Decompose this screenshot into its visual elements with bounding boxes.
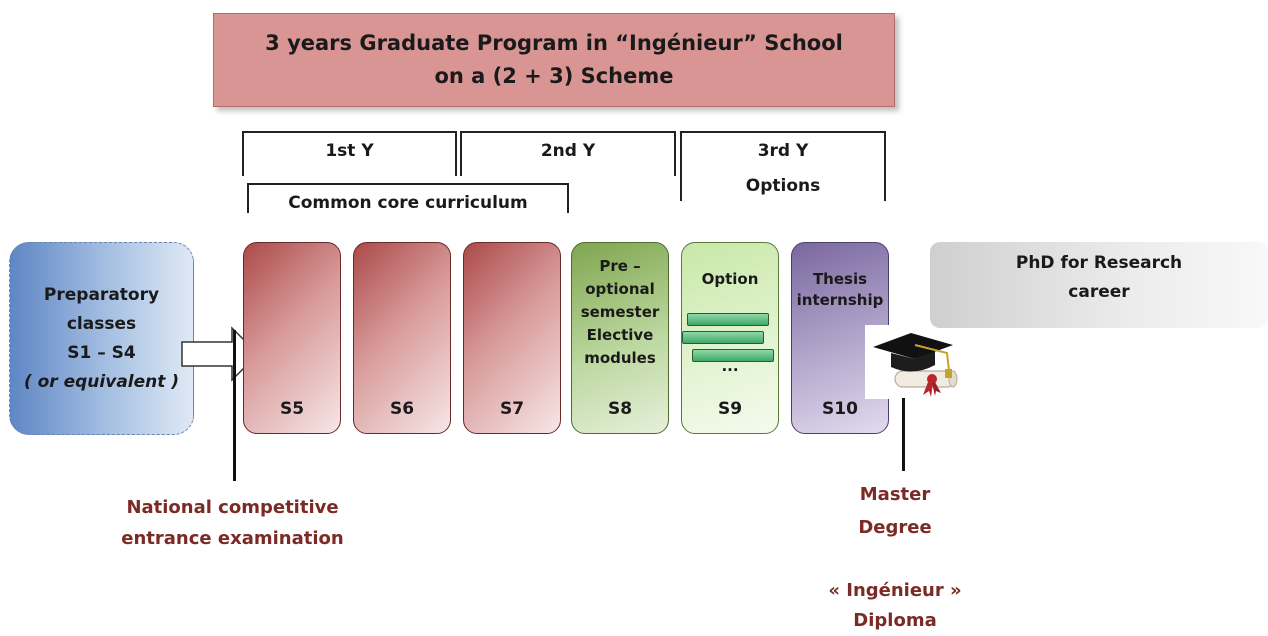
semester-s7: S7 [463,242,561,434]
semester-s8-label: S8 [607,399,633,419]
semester-s5-label: S5 [279,399,305,419]
semester-s6-label: S6 [389,399,415,419]
year-1-label: 1st Y [325,141,374,161]
master-line4: Diploma [853,610,937,631]
ingenieur-diploma-label: « Ingénieur » Diploma [780,576,1010,636]
s8-text-line: modules [584,349,656,367]
preparatory-classes-box: Preparatory classes S1 – S4 ( or equival… [9,242,194,435]
year-2-label: 2nd Y [540,141,596,161]
year-1-bracket: 1st Y [242,131,457,176]
semester-s9-label: S9 [717,399,743,419]
entrance-line2: entrance examination [121,528,344,549]
semester-s8-description: Pre – optional semester Elective modules [572,255,668,370]
master-line3: « Ingénieur » [828,580,962,601]
program-title-line1: 3 years Graduate Program in “Ingénieur” … [265,31,843,55]
s8-text-line: Pre – [599,257,641,275]
year-2-bracket: 2nd Y [460,131,676,176]
semester-s7-label: S7 [499,399,525,419]
s8-text-line: semester [580,303,660,321]
semester-s10-description: Thesis internship [792,269,888,311]
s10-text-line: internship [796,291,884,309]
phd-line1: PhD for Research [1015,253,1183,273]
option-bar [682,331,764,344]
entrance-line1: National competitive [126,497,339,518]
semester-s9-ellipsis: ... [721,357,739,375]
year-3-label: 3rd Y [757,141,809,161]
s8-text-line: optional [585,280,655,298]
master-pointer-line [902,398,905,471]
year-3-bracket: 3rd Y Options [680,131,886,201]
prep-line4: ( or equivalent ) [23,371,180,392]
prep-line1: Preparatory [43,284,160,305]
entrance-exam-label: National competitive entrance examinatio… [100,492,365,554]
s8-text-line: Elective [586,326,654,344]
common-core-label: Common core curriculum [288,193,528,213]
graduation-cap-diploma-icon [865,325,961,399]
common-core-bracket: Common core curriculum [247,183,569,213]
option-bar [692,349,774,362]
semester-s8: Pre – optional semester Elective modules… [571,242,669,434]
option-bar [687,313,769,326]
prep-line3: S1 – S4 [67,342,136,363]
master-line2: Degree [858,517,932,538]
semester-s9: Option ... S9 [681,242,779,434]
semester-s6: S6 [353,242,451,434]
s10-text-line: Thesis [812,270,868,288]
program-title-line2: on a (2 + 3) Scheme [434,64,674,88]
semester-s5: S5 [243,242,341,434]
semester-s10: Thesis internship S10 [791,242,889,434]
semester-s9-option-title: Option [701,270,759,288]
master-degree-label: Master Degree [800,478,990,544]
program-title-box: 3 years Graduate Program in “Ingénieur” … [213,13,895,107]
phd-career-box: PhD for Research career [930,242,1268,328]
prep-line2: classes [66,313,137,334]
master-line1: Master [859,484,931,505]
phd-line2: career [1068,282,1130,302]
entrance-pointer-line [233,330,236,481]
semester-s10-label: S10 [822,399,858,419]
year-3-options-label: Options [745,176,821,196]
